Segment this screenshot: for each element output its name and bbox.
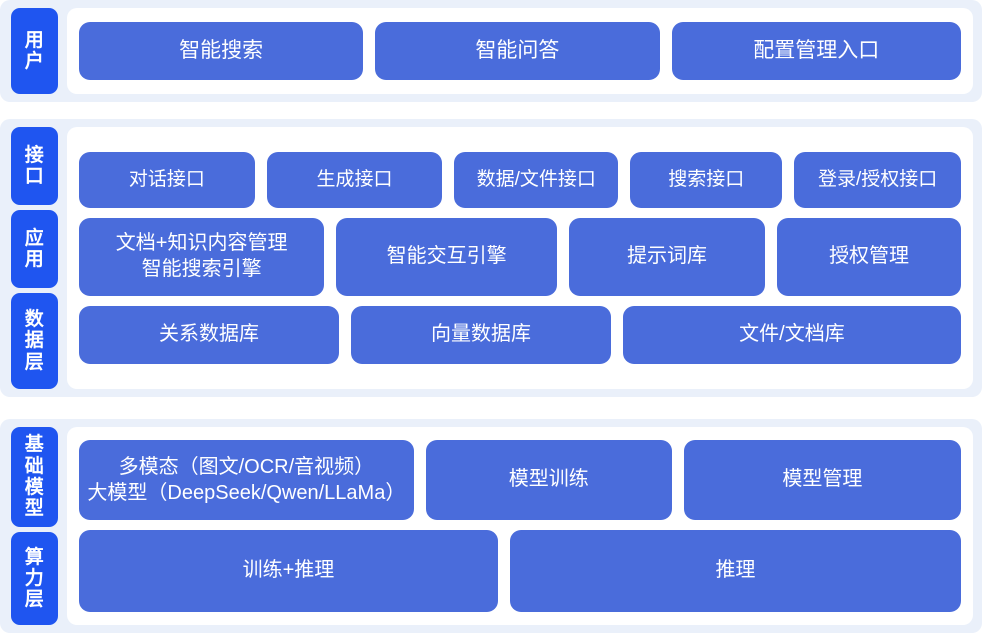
box-vector-database[interactable]: 向量数据库 <box>350 306 611 364</box>
sidebar-tab-users-label: 用户 <box>24 29 45 72</box>
box-document-knowledge-management[interactable]: 文档+知识内容管理 智能搜索引擎 <box>79 218 325 296</box>
row-foundation-model: 多模态（图文/OCR/音视频） 大模型（DeepSeek/Qwen/LLaMa）… <box>79 440 962 520</box>
panel-platform: 对话接口 生成接口 数据/文件接口 搜索接口 登录/授权接口 文档+知识内容管理… <box>67 127 973 389</box>
sidebar-tab-foundation-model-label: 基础模型 <box>24 434 45 520</box>
sidebar-tab-compute-layer-label: 算力层 <box>24 546 45 611</box>
sidebar-platform: 接口 应用 数据层 <box>11 127 58 389</box>
box-smart-search[interactable]: 智能搜索 <box>79 22 364 80</box>
section-model: 基础模型 算力层 多模态（图文/OCR/音视频） 大模型（DeepSeek/Qw… <box>0 419 982 633</box>
sidebar-tab-data-layer-label: 数据层 <box>24 309 45 373</box>
box-inference[interactable]: 推理 <box>509 530 961 612</box>
sidebar-tab-compute-layer[interactable]: 算力层 <box>11 532 58 625</box>
sidebar-tab-application[interactable]: 应用 <box>11 210 58 288</box>
sidebar-users: 用户 <box>11 8 58 94</box>
box-config-management-entry[interactable]: 配置管理入口 <box>671 22 961 80</box>
box-multimodal-large-model[interactable]: 多模态（图文/OCR/音视频） 大模型（DeepSeek/Qwen/LLaMa） <box>79 440 414 520</box>
section-platform: 接口 应用 数据层 对话接口 生成接口 数据/文件接口 搜索接口 登录/授权接口… <box>0 119 982 397</box>
row-data-layer: 关系数据库 向量数据库 文件/文档库 <box>79 306 961 364</box>
sidebar-tab-api[interactable]: 接口 <box>11 127 58 205</box>
box-smart-qa[interactable]: 智能问答 <box>375 22 660 80</box>
box-relational-database[interactable]: 关系数据库 <box>79 306 339 364</box>
section-gap-2 <box>0 397 982 419</box>
row-compute-layer: 训练+推理 推理 <box>79 530 961 612</box>
panel-users: 智能搜索 智能问答 配置管理入口 <box>67 8 973 94</box>
box-generation-api[interactable]: 生成接口 <box>266 152 443 208</box>
row-user-entries: 智能搜索 智能问答 配置管理入口 <box>79 22 961 80</box>
box-prompt-library[interactable]: 提示词库 <box>569 218 766 296</box>
box-model-management[interactable]: 模型管理 <box>683 440 962 520</box>
box-training-and-inference[interactable]: 训练+推理 <box>79 530 498 612</box>
sidebar-tab-application-label: 应用 <box>24 227 45 270</box>
box-search-api[interactable]: 搜索接口 <box>630 152 783 208</box>
section-users: 用户 智能搜索 智能问答 配置管理入口 <box>0 0 982 102</box>
row-api: 对话接口 生成接口 数据/文件接口 搜索接口 登录/授权接口 <box>79 152 961 208</box>
sidebar-tab-api-label: 接口 <box>24 144 45 187</box>
box-dialog-api[interactable]: 对话接口 <box>79 152 255 208</box>
sidebar-tab-data-layer[interactable]: 数据层 <box>11 293 58 389</box>
row-application: 文档+知识内容管理 智能搜索引擎 智能交互引擎 提示词库 授权管理 <box>79 218 961 296</box>
sidebar-model: 基础模型 算力层 <box>11 427 58 625</box>
panel-model: 多模态（图文/OCR/音视频） 大模型（DeepSeek/Qwen/LLaMa）… <box>67 427 973 625</box>
sidebar-tab-users[interactable]: 用户 <box>11 8 58 94</box>
box-smart-interaction-engine[interactable]: 智能交互引擎 <box>336 218 557 296</box>
box-data-file-api[interactable]: 数据/文件接口 <box>454 152 619 208</box>
box-login-auth-api[interactable]: 登录/授权接口 <box>794 152 961 208</box>
box-file-document-store[interactable]: 文件/文档库 <box>622 306 961 364</box>
sidebar-tab-foundation-model[interactable]: 基础模型 <box>11 427 58 527</box>
box-model-training[interactable]: 模型训练 <box>425 440 672 520</box>
box-authorization-management[interactable]: 授权管理 <box>777 218 961 296</box>
section-gap-1 <box>0 102 982 119</box>
